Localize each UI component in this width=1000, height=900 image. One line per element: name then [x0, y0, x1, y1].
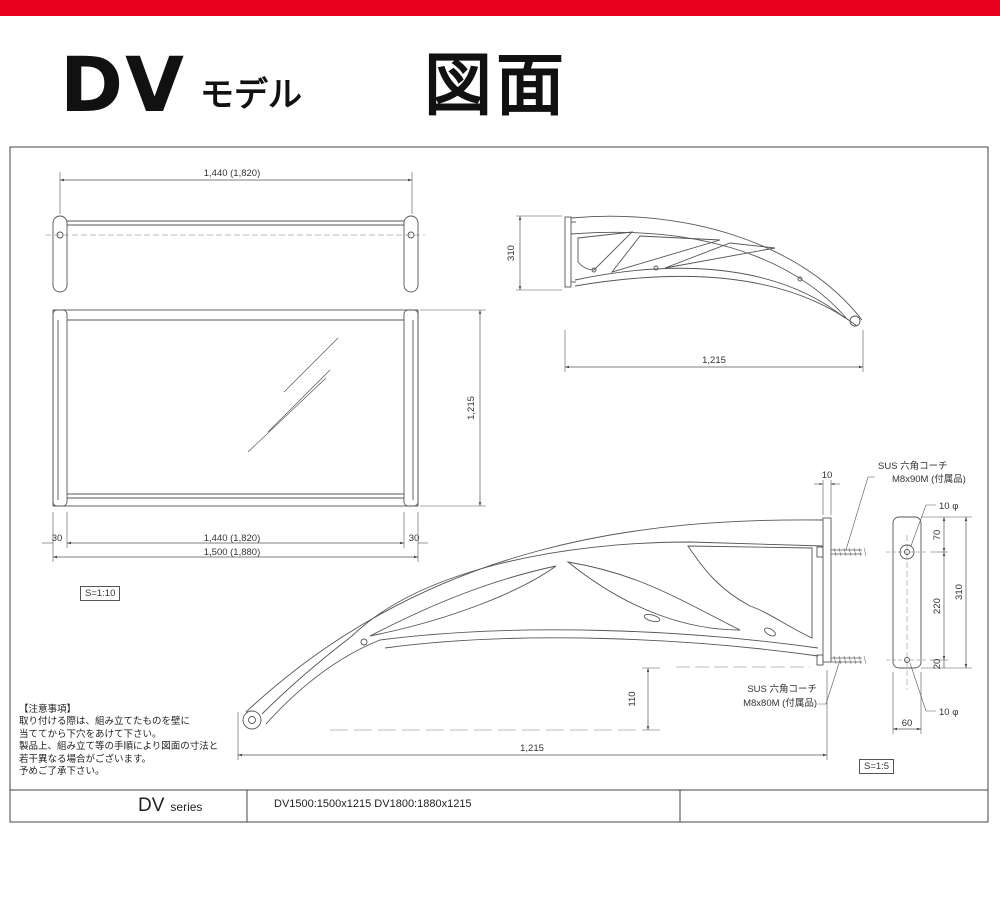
- top-width-dim: 1,440 (1,820): [204, 168, 261, 179]
- caution-heading: 【注意事項】: [19, 704, 77, 715]
- drawing-frame: [9, 146, 989, 823]
- side-view-small: [516, 215, 864, 372]
- bracket-dim-310: 310: [954, 584, 965, 600]
- screw-top-label-2: M8x90M (付属品): [892, 474, 966, 485]
- side-large-depth-dim: 1,215: [520, 743, 544, 754]
- screw-bottom-label-1: SUS 六角コーチ: [747, 683, 817, 695]
- caution-notes: 【注意事項】 取り付ける際は、組み立てたものを壁に 当ててから下穴をあけて下さい…: [19, 704, 218, 778]
- hole-bottom-label: 10 φ: [939, 707, 958, 718]
- screw-bottom-label-2: M8x80M (付属品): [743, 698, 817, 709]
- bracket-width-dim: 60: [902, 718, 913, 729]
- hole-top-label: 10 φ: [939, 501, 958, 512]
- bracket-dim-70: 70: [932, 530, 943, 541]
- caution-line: 予めご了承下さい。: [19, 766, 105, 778]
- top-accent-bar: [0, 0, 1000, 16]
- top-view: [45, 172, 425, 293]
- side-view-large: [237, 476, 875, 760]
- front-inner-width: 1,440 (1,820): [204, 533, 261, 544]
- bracket-dim-20: 20: [932, 659, 943, 670]
- caution-line: 若干異なる場合がございます。: [19, 753, 152, 765]
- title-block-models: DV1500:1500x1215 DV1800:1880x1215: [274, 798, 472, 810]
- caution-line: 製品上、組み立て等の手順により図面の寸法と: [19, 741, 219, 753]
- bracket-detail: [886, 504, 972, 734]
- scale-left: S=1:10: [80, 586, 121, 601]
- front-edge-right: 30: [409, 533, 420, 544]
- caution-line: 取り付ける際は、組み立てたものを壁に: [19, 716, 191, 728]
- title-block-series: DV series: [138, 795, 202, 817]
- plate-thickness-dim: 10: [822, 470, 833, 481]
- front-edge-left: 30: [52, 533, 63, 544]
- front-depth-dim: 1,215: [466, 396, 477, 420]
- side-small-height-dim: 310: [506, 245, 517, 261]
- side-large-height-dim: 110: [627, 691, 638, 706]
- title-dv: DV: [60, 40, 186, 129]
- title-drawing: 図面: [424, 47, 569, 126]
- series-name: DV: [138, 795, 165, 816]
- bracket-dim-220: 220: [932, 598, 943, 614]
- caution-line: 当ててから下穴をあけて下さい。: [19, 728, 162, 740]
- side-small-depth-dim: 1,215: [702, 355, 726, 366]
- front-view: [42, 309, 486, 562]
- title-model: モデル: [200, 75, 302, 115]
- front-outer-width: 1,500 (1,880): [204, 547, 261, 558]
- screw-top-label-1: SUS 六角コーチ: [878, 460, 948, 472]
- series-label: series: [170, 800, 203, 814]
- scale-right: S=1:5: [859, 759, 895, 774]
